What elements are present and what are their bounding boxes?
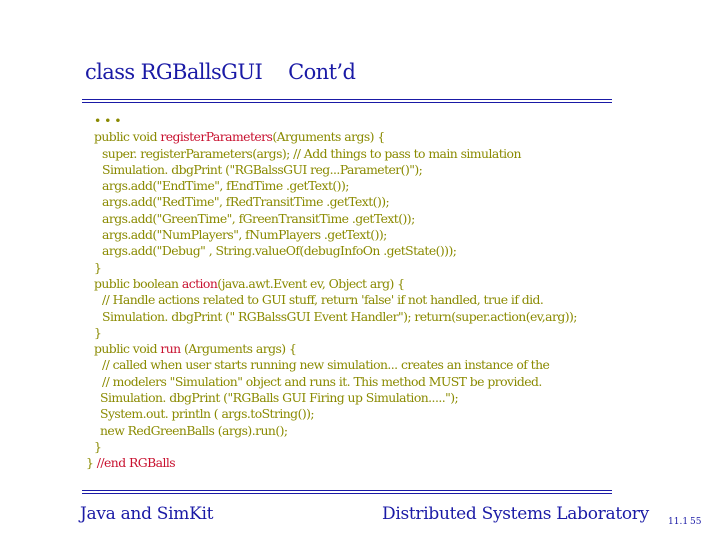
code-line: Simulation. dbgPrint ("RGBalls GUI Firin…: [86, 390, 646, 406]
code-text: public void: [94, 341, 161, 357]
code-line: } //end RGBalls: [86, 455, 646, 471]
bottom-divider: [82, 490, 612, 494]
code-text: System.out. println ( args.toString());: [100, 406, 315, 422]
code-text: // called when user starts running new s…: [102, 357, 550, 373]
code-text: (Arguments args) {: [180, 341, 297, 357]
code-text: args.add("Debug" , String.valueOf(debugI…: [102, 243, 457, 259]
code-text: args.add("NumPlayers", fNumPlayers .getT…: [102, 227, 387, 243]
code-line: • • •: [86, 113, 646, 129]
code-line: args.add("RedTime", fRedTransitTime .get…: [86, 194, 646, 210]
code-line: System.out. println ( args.toString());: [86, 406, 646, 422]
code-text: Simulation. dbgPrint ("RGBalssGUI reg...…: [102, 161, 423, 177]
code-text: }: [94, 438, 102, 454]
code-text: }: [86, 455, 97, 471]
footer-section-number: 11.1: [668, 517, 689, 527]
code-text: Simulation. dbgPrint ("RGBalls GUI Firin…: [100, 390, 459, 406]
code-text: (java.awt.Event ev, Object arg) {: [217, 275, 405, 291]
code-text: }: [94, 324, 102, 340]
code-line: }: [86, 260, 646, 276]
code-method-name: registerParameters: [160, 129, 273, 145]
slide-title-contd: Cont’d: [288, 60, 356, 84]
code-text: public void: [94, 129, 161, 145]
code-line: args.add("EndTime", fEndTime .getText())…: [86, 178, 646, 194]
code-text: • • •: [94, 113, 122, 128]
footer-page-number: 55: [690, 517, 702, 527]
code-line: }: [86, 439, 646, 455]
code-text: args.add("RedTime", fRedTransitTime .get…: [102, 194, 390, 210]
code-text: (Arguments args) {: [272, 129, 385, 145]
footer-lab: Distributed Systems Laboratory: [382, 504, 649, 524]
code-line: new RedGreenBalls (args).run();: [86, 423, 646, 439]
code-text: args.add("EndTime", fEndTime .getText())…: [102, 178, 349, 194]
slide-title-class: class RGBallsGUI: [85, 60, 263, 84]
code-text: super. registerParameters(args); // Add …: [102, 145, 521, 161]
code-text: args.add("GreenTime", fGreenTransitTime …: [102, 210, 415, 226]
code-line: args.add("Debug" , String.valueOf(debugI…: [86, 243, 646, 259]
code-line: // modelers "Simulation" object and runs…: [86, 374, 646, 390]
code-line: // Handle actions related to GUI stuff, …: [86, 292, 646, 308]
code-method-name: //end RGBalls: [96, 455, 176, 471]
code-method-name: action: [181, 275, 218, 291]
code-line: public boolean action(java.awt.Event ev,…: [86, 276, 646, 292]
code-text: // modelers "Simulation" object and runs…: [102, 373, 542, 389]
code-method-name: run: [160, 341, 181, 357]
code-line: public void run (Arguments args) {: [86, 341, 646, 357]
code-line: // called when user starts running new s…: [86, 357, 646, 373]
code-line: Simulation. dbgPrint (" RGBalssGUI Event…: [86, 309, 646, 325]
code-line: public void registerParameters(Arguments…: [86, 129, 646, 145]
code-line: }: [86, 325, 646, 341]
code-text: public boolean: [94, 275, 182, 291]
code-text: // Handle actions related to GUI stuff, …: [102, 292, 544, 308]
code-text: new RedGreenBalls (args).run();: [100, 422, 288, 438]
code-line: args.add("GreenTime", fGreenTransitTime …: [86, 211, 646, 227]
top-divider: [82, 99, 612, 103]
code-line: args.add("NumPlayers", fNumPlayers .getT…: [86, 227, 646, 243]
code-text: }: [94, 259, 102, 275]
code-block: • • •public void registerParameters(Argu…: [86, 113, 646, 472]
code-line: super. registerParameters(args); // Add …: [86, 146, 646, 162]
code-line: Simulation. dbgPrint ("RGBalssGUI reg...…: [86, 162, 646, 178]
code-text: Simulation. dbgPrint (" RGBalssGUI Event…: [102, 308, 577, 324]
slide-title: class RGBallsGUI Cont’d: [85, 60, 356, 84]
footer-course: Java and SimKit: [80, 504, 214, 524]
